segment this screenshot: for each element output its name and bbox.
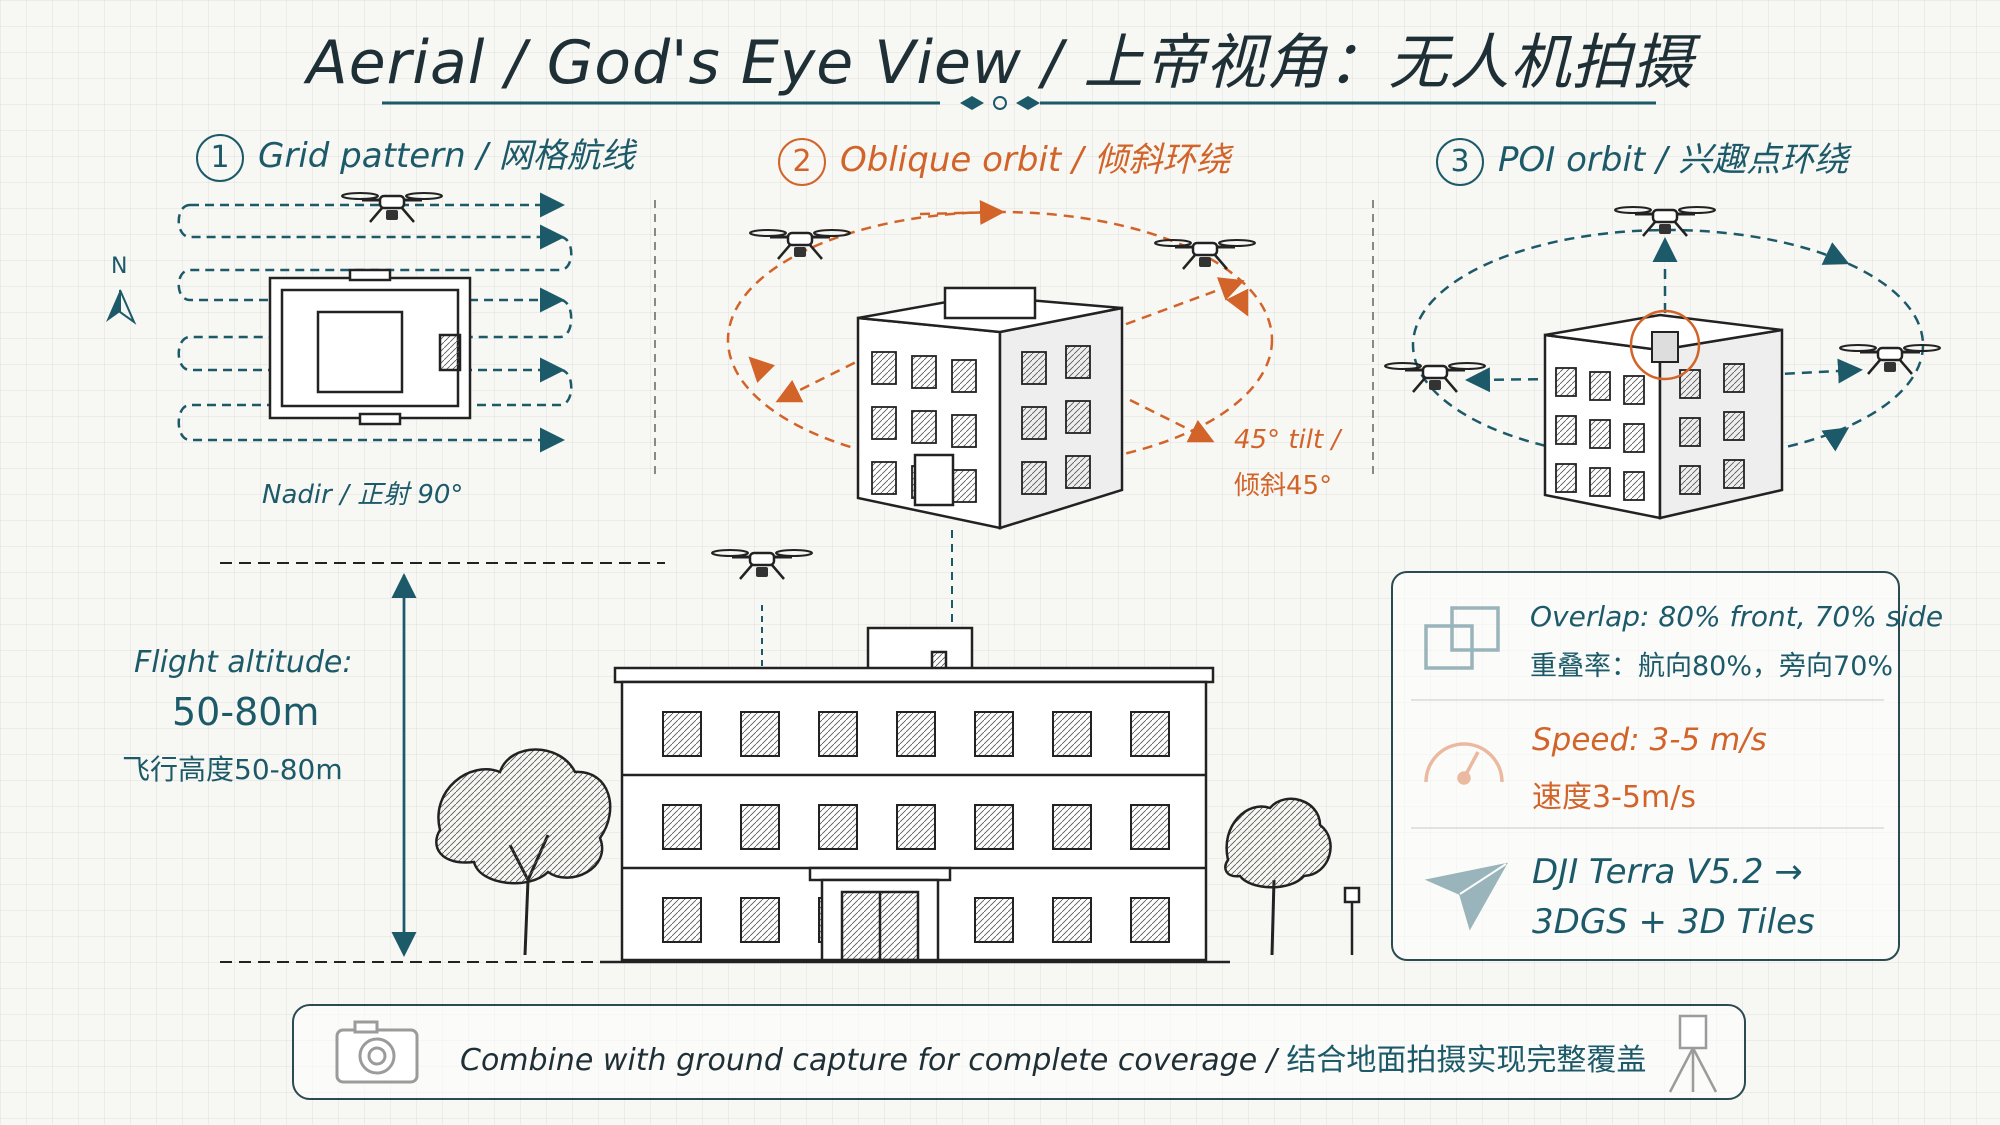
window: [740, 897, 780, 943]
window: [974, 804, 1014, 850]
window: [818, 804, 858, 850]
altitude-guide: [220, 562, 665, 963]
window: [1723, 411, 1745, 441]
window: [1589, 467, 1611, 497]
main-building-elevation: [600, 626, 1230, 964]
oblique-building: [856, 286, 1124, 530]
window: [1065, 345, 1091, 379]
window: [951, 469, 977, 503]
window: [1723, 459, 1745, 489]
nadir-note: Nadir / 正射 90°: [262, 480, 464, 510]
window: [1589, 371, 1611, 401]
window: [951, 414, 977, 448]
window: [1679, 369, 1701, 399]
window: [911, 355, 937, 389]
altitude-value: 50-80m: [172, 690, 320, 734]
section-1-heading: 1 Grid pattern / 网格航线: [196, 128, 635, 182]
tilt-note-en: 45° tilt /: [1234, 425, 1341, 455]
window: [1679, 417, 1701, 447]
floor-plan-top-view: [268, 268, 472, 426]
window: [1623, 375, 1645, 405]
altitude-cn: 飞行高度50-80m: [122, 753, 343, 786]
window: [896, 804, 936, 850]
window: [951, 359, 977, 393]
window: [1021, 406, 1047, 440]
poi-target-icon: [1629, 309, 1701, 381]
window: [1065, 400, 1091, 434]
window: [1623, 471, 1645, 501]
window: [1065, 455, 1091, 489]
window: [1555, 367, 1577, 397]
window: [1021, 351, 1047, 385]
drone-icon: [710, 548, 814, 581]
north-arrow-icon: [106, 289, 137, 325]
section-3-heading: 3 POI orbit / 兴趣点环绕: [1436, 132, 1848, 186]
drone-icon: [748, 228, 852, 261]
window: [1021, 461, 1047, 495]
speed-line2: 速度3-5m/s: [1532, 780, 1696, 815]
window: [1623, 423, 1645, 453]
poi-building: [1543, 313, 1784, 520]
window: [1589, 419, 1611, 449]
window: [818, 711, 858, 757]
altitude-label: Flight altitude:: [134, 645, 353, 680]
window: [1679, 465, 1701, 495]
footer-text-en: Combine with ground capture for complete…: [460, 1043, 1287, 1078]
tilt-note-cn: 倾斜45°: [1234, 471, 1333, 501]
window: [1723, 363, 1745, 393]
section-1-number: 1: [196, 133, 244, 182]
window: [662, 897, 702, 943]
window: [1130, 804, 1170, 850]
window: [896, 711, 936, 757]
section-2-number: 2: [778, 137, 826, 186]
window: [871, 351, 897, 385]
speed-line1: Speed: 3-5 m/s: [1532, 722, 1767, 758]
drone-icon: [1383, 361, 1487, 394]
drone-icon: [340, 191, 444, 224]
window: [740, 711, 780, 757]
window: [1052, 897, 1092, 943]
north-label: N: [111, 254, 128, 279]
section-2-heading: 2 Oblique orbit / 倾斜环绕: [778, 132, 1230, 186]
page-title: Aerial / God's Eye View / 上帝视角：无人机拍摄: [306, 28, 1694, 98]
window: [871, 461, 897, 495]
drone-icon: [1153, 238, 1257, 271]
section-3-number: 3: [1436, 137, 1484, 186]
footer-text-cn: 结合地面拍摄实现完整覆盖: [1286, 1043, 1647, 1078]
title-underline: [382, 96, 1656, 110]
window: [740, 804, 780, 850]
footer-text: Combine with ground capture for complete…: [460, 1035, 1646, 1079]
street-lamp-icon: [1343, 886, 1361, 955]
tree-left: [435, 748, 612, 956]
window: [1555, 463, 1577, 493]
window: [1130, 897, 1170, 943]
window: [662, 804, 702, 850]
window: [871, 406, 897, 440]
window: [1555, 415, 1577, 445]
window: [1052, 711, 1092, 757]
tree-right: [1224, 797, 1332, 956]
footer-banner: [292, 1004, 1746, 1100]
window: [974, 897, 1014, 943]
flight-parameters-panel: [1391, 571, 1900, 961]
software-line2: 3DGS + 3D Tiles: [1532, 902, 1815, 942]
window: [1130, 711, 1170, 757]
window: [662, 711, 702, 757]
window: [1052, 804, 1092, 850]
overlap-line2: 重叠率：航向80%，旁向70%: [1530, 651, 1894, 682]
software-line1: DJI Terra V5.2 →: [1532, 852, 1803, 892]
window: [911, 410, 937, 444]
section-2-label: Oblique orbit / 倾斜环绕: [840, 140, 1231, 180]
section-1-label: Grid pattern / 网格航线: [258, 136, 635, 176]
overlap-line1: Overlap: 80% front, 70% side: [1530, 600, 1944, 633]
section-3-label: POI orbit / 兴趣点环绕: [1498, 140, 1849, 180]
window: [974, 711, 1014, 757]
